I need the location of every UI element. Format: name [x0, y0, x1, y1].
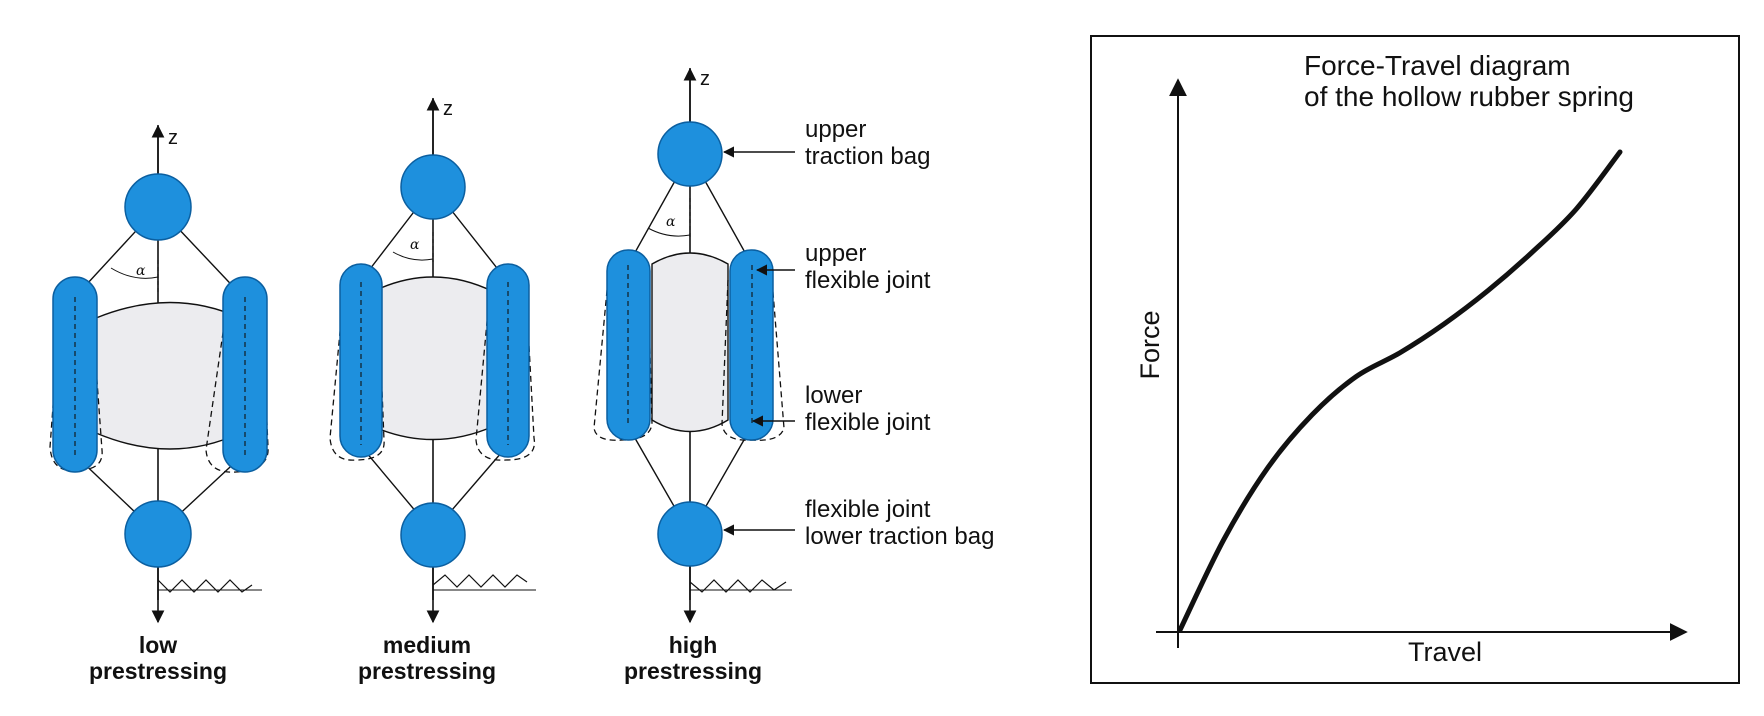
caption-low: low prestressing [58, 632, 258, 684]
upper-traction-bag-medium [400, 154, 466, 220]
upper-traction-bag-high [657, 121, 723, 187]
caption-high: high prestressing [593, 632, 793, 684]
label-lower-flexible-joint-line2: flexible joint [805, 409, 931, 436]
caption-high-line2: prestressing [623, 658, 763, 684]
lower-traction-bag-low [124, 500, 192, 568]
lower-traction-bag-medium [400, 502, 466, 568]
upper-flexible-joint-left-high [606, 249, 651, 441]
z-axis-label-high: z [700, 68, 710, 90]
force-travel-curve [1177, 149, 1623, 633]
right-bag-outline-low [205, 311, 269, 473]
caption-low-line2: prestressing [88, 658, 228, 684]
caption-medium-line2: prestressing [357, 658, 497, 684]
label-lower-flexible-joint: lower flexible joint [805, 382, 930, 436]
upper-flexible-joint-right-high [729, 249, 774, 441]
label-upper-flexible-joint-line2: flexible joint [805, 267, 931, 294]
upper-flexible-joint-right-low [222, 276, 268, 473]
chart-xlabel: Travel [1408, 637, 1483, 667]
chart-marks [1177, 149, 1623, 633]
upper-flexible-joint-right-medium [486, 263, 530, 458]
spring-zigzag-medium [432, 574, 528, 588]
caption-medium: medium prestressing [327, 632, 527, 684]
label-lower-traction-bag-line1: flexible joint [805, 496, 931, 523]
label-upper-traction-bag: upper traction bag [805, 116, 930, 170]
left-bag-outline-low [49, 311, 103, 472]
z-axis-label-medium: z [443, 98, 453, 120]
spring-low [49, 124, 269, 624]
z-axis-label-low: z [168, 127, 178, 149]
caption-high-line1: high [668, 632, 718, 658]
label-upper-traction-bag-line1: upper [805, 116, 867, 143]
label-lower-traction-bag: flexible joint lower traction bag [805, 496, 994, 550]
caption-medium-line1: medium [382, 632, 472, 658]
spring-zigzag-high [689, 579, 787, 593]
label-upper-flexible-joint: upper flexible joint [805, 240, 930, 294]
spring-zigzag-low [157, 579, 253, 593]
left-bag-outline-high [593, 279, 653, 441]
upper-flexible-joint-left-medium [339, 263, 383, 458]
spring-medium [329, 97, 536, 624]
upper-traction-bag-low [124, 173, 192, 241]
right-bag-outline-medium [475, 289, 536, 461]
chart-title-line2: of the hollow rubber spring [1304, 81, 1634, 112]
label-leaders [722, 146, 795, 536]
label-lower-traction-bag-line2: lower traction bag [805, 523, 995, 550]
chart-ylabel: Force [1135, 310, 1165, 380]
angle-label-high: α [666, 214, 676, 230]
angle-label-low: α [136, 263, 146, 279]
label-upper-traction-bag-line2: traction bag [805, 143, 931, 170]
cavity-medium [371, 276, 495, 441]
caption-low-line1: low [138, 632, 178, 658]
cavity-low [95, 301, 241, 450]
chart-title-line1: Force-Travel diagram [1304, 50, 1571, 81]
upper-flexible-joint-left-low [52, 276, 98, 473]
chart-frame [1090, 35, 1740, 684]
label-upper-flexible-joint-line1: upper [805, 240, 867, 267]
chart-title: Force-Travel diagram of the hollow rubbe… [1304, 50, 1634, 112]
label-lower-flexible-joint-line1: lower [805, 382, 863, 409]
spring-high [593, 67, 792, 624]
angle-label-medium: α [410, 237, 420, 253]
lower-traction-bag-high [657, 501, 723, 567]
cavity-high [651, 252, 729, 433]
